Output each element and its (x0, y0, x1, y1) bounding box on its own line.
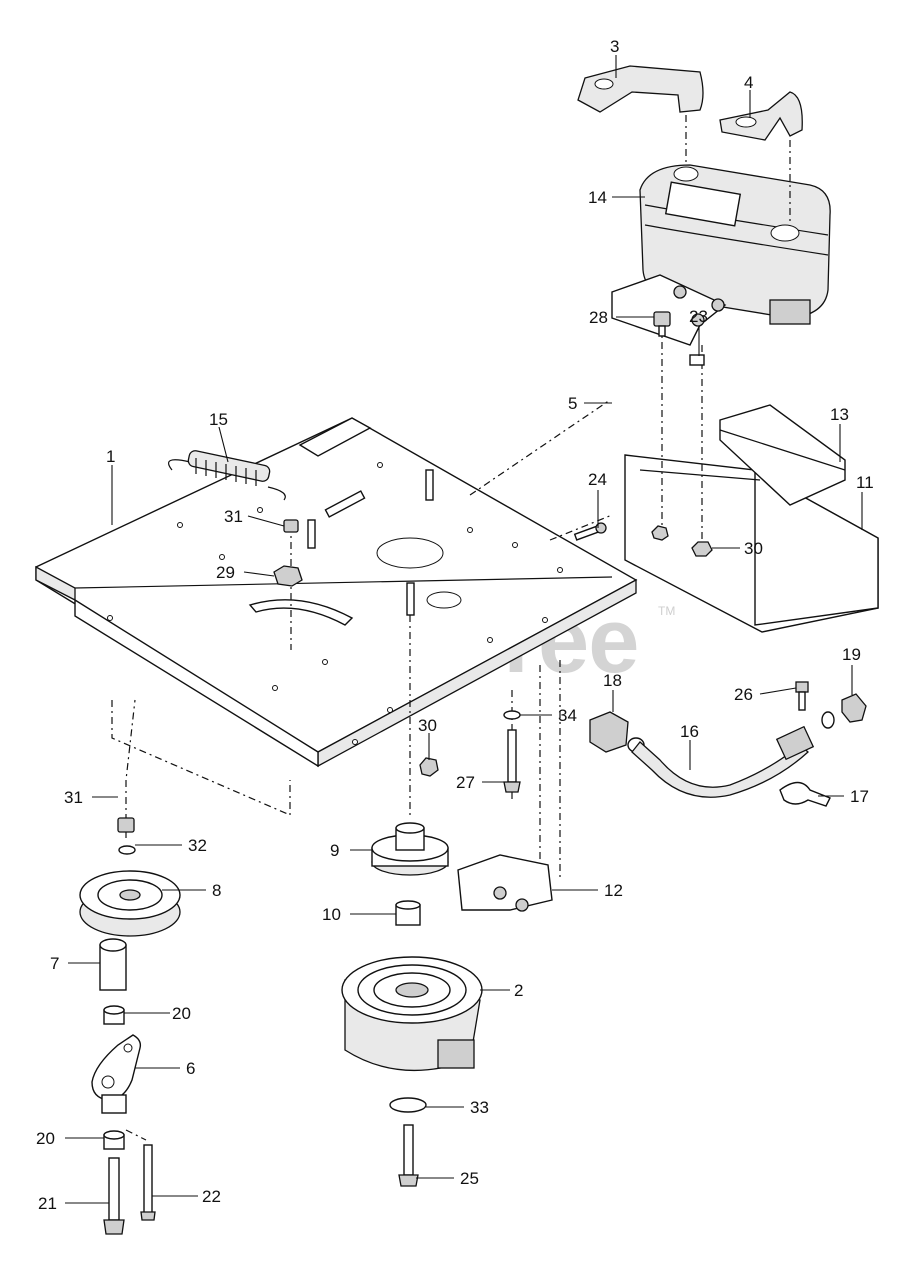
callout-23: 23 (689, 307, 708, 326)
callout-31-lower: 31 (64, 788, 83, 807)
part-21-bolt (103, 1157, 125, 1235)
callout-26: 26 (734, 685, 753, 704)
part-2-clutch (341, 956, 483, 1072)
callout-leaders (65, 55, 863, 1204)
part-22-stud (140, 1144, 156, 1221)
callout-25: 25 (460, 1169, 479, 1188)
callout-numbers: 1 2 3 4 5 6 7 8 9 10 11 12 13 14 15 16 1… (36, 37, 874, 1213)
callout-2: 2 (514, 981, 523, 1000)
part-6-idler-arm (91, 1034, 142, 1114)
part-7-spacer (99, 938, 127, 991)
callout-15: 15 (209, 410, 228, 429)
callout-8: 8 (212, 881, 221, 900)
part-30-nut-lower (419, 757, 439, 777)
part-4-exhaust-pipe (719, 91, 803, 141)
callout-30-upper: 30 (744, 539, 763, 558)
part-16-hose (631, 725, 815, 798)
part-25-bolt (398, 1124, 419, 1187)
callout-4: 4 (744, 73, 753, 92)
callout-27: 27 (456, 773, 475, 792)
part-8-idler-pulley (79, 870, 181, 937)
callout-32: 32 (188, 836, 207, 855)
part-18-fitting (589, 711, 645, 753)
callout-19: 19 (842, 645, 861, 664)
part-28-bolt (653, 311, 671, 337)
part-29-nut (273, 565, 303, 587)
callout-6: 6 (186, 1059, 195, 1078)
callout-5: 5 (568, 394, 577, 413)
callout-1: 1 (106, 447, 115, 466)
callout-20-lower: 20 (36, 1129, 55, 1148)
callout-28: 28 (589, 308, 608, 327)
part-5-bracket (611, 274, 727, 346)
part-12-bracket (457, 854, 553, 912)
part-27-bolt (503, 729, 521, 793)
part-20-bushing-upper (103, 1005, 125, 1025)
part-15-spring (168, 450, 286, 501)
callout-9: 9 (330, 841, 339, 860)
callout-11: 11 (856, 473, 874, 492)
callout-22: 22 (202, 1187, 221, 1206)
callout-33: 33 (470, 1098, 489, 1117)
callout-7: 7 (50, 954, 59, 973)
part-13-shield (719, 404, 846, 506)
part-32-washer (118, 845, 136, 855)
callout-20-upper: 20 (172, 1004, 191, 1023)
part-26-bolt (795, 681, 809, 711)
part-3-exhaust-pipe (577, 65, 704, 113)
assembly-centerlines (111, 115, 791, 1141)
part-23-bolt (689, 354, 705, 366)
part-20-bushing-lower (103, 1130, 125, 1150)
part-34-washer (503, 710, 521, 720)
callout-16: 16 (680, 722, 699, 741)
callout-10: 10 (322, 905, 341, 924)
trademark-text: TM (658, 604, 675, 618)
callout-13: 13 (830, 405, 849, 424)
callout-34: 34 (558, 706, 577, 725)
callout-3: 3 (610, 37, 619, 56)
callout-17: 17 (850, 787, 869, 806)
callout-18: 18 (603, 671, 622, 690)
part-31-nut-upper (283, 519, 299, 533)
part-24-bolt (573, 522, 607, 541)
callout-30-lower: 30 (418, 716, 437, 735)
part-31-nut-left (117, 817, 135, 833)
part-17-clamp (779, 781, 831, 807)
callout-12: 12 (604, 881, 623, 900)
callout-14: 14 (588, 188, 607, 207)
part-1-frame-plate (35, 417, 638, 768)
part-14-muffler (639, 164, 831, 325)
part-19-fitting (821, 693, 867, 729)
part-30-nut-upper (651, 525, 713, 557)
callout-21: 21 (38, 1194, 57, 1213)
callout-24: 24 (588, 470, 607, 489)
callout-29: 29 (216, 563, 235, 582)
part-9-pulley (371, 822, 449, 876)
callout-31-upper: 31 (224, 507, 243, 526)
part-10-bushing (395, 900, 421, 926)
part-33-washer (389, 1097, 427, 1113)
